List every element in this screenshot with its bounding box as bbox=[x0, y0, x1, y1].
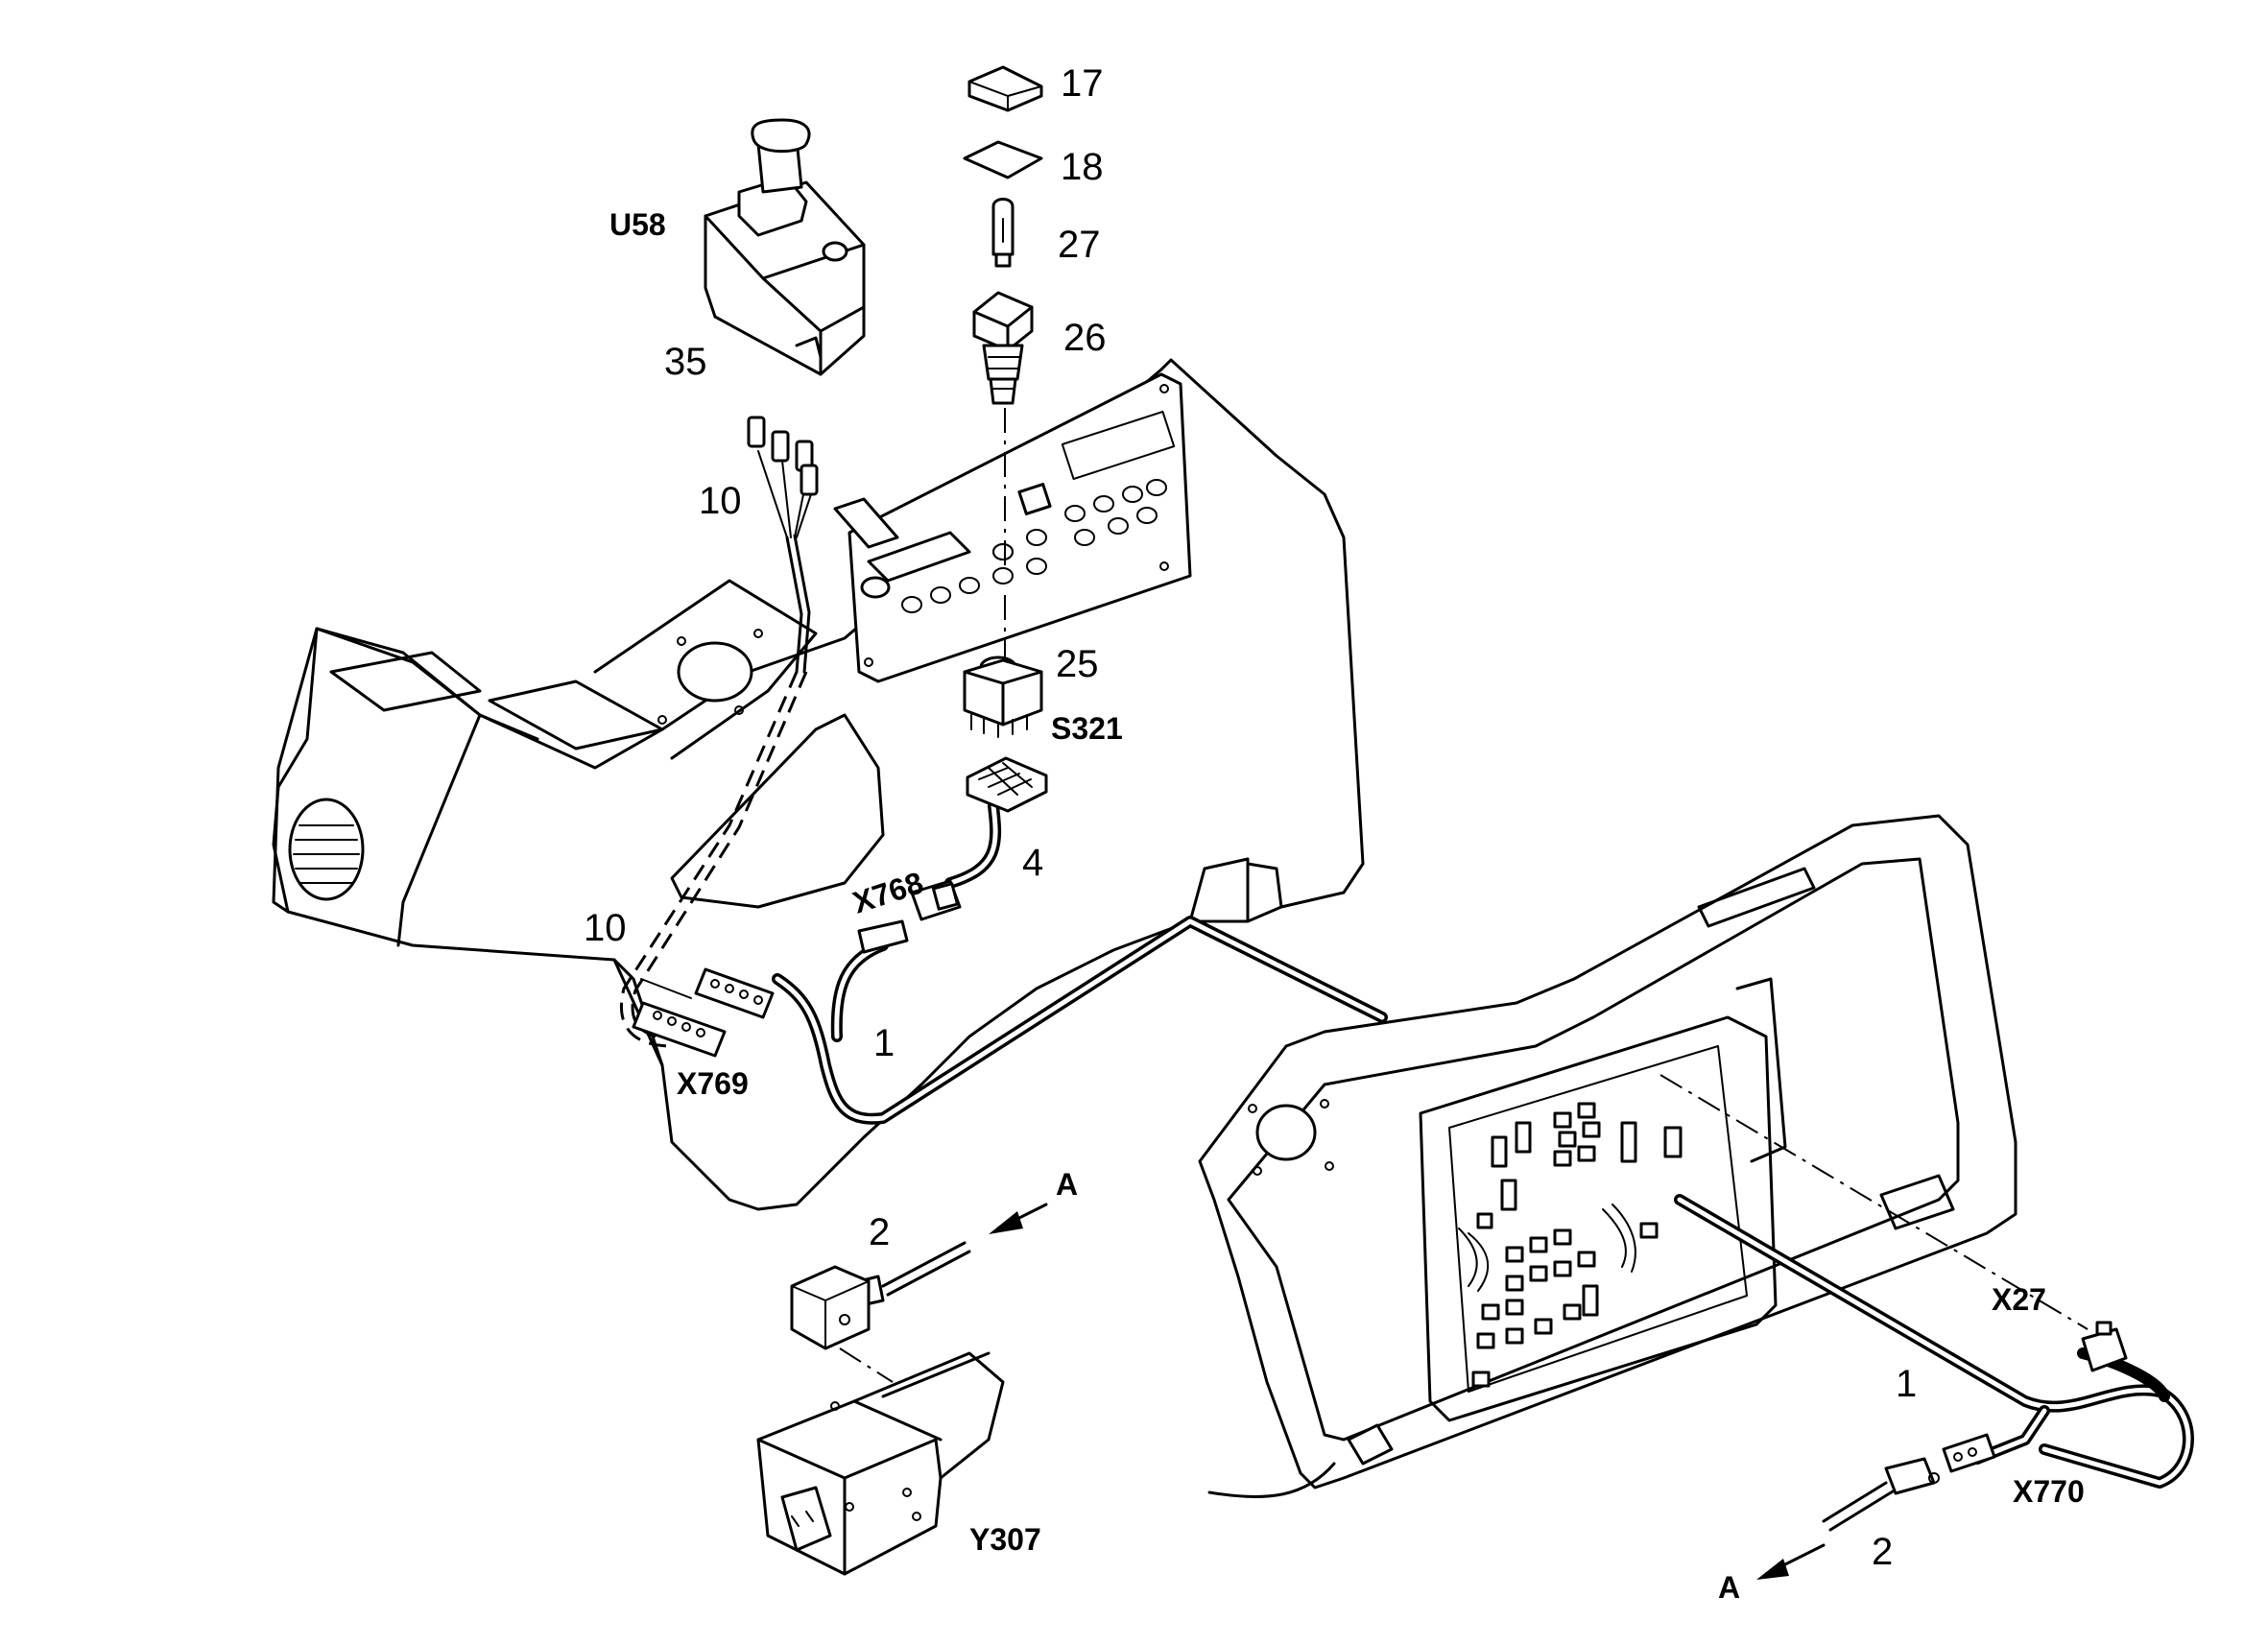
connector-2-right bbox=[1822, 1457, 1940, 1532]
label-y307: Y307 bbox=[969, 1522, 1041, 1557]
part-number-27: 27 bbox=[1058, 224, 1101, 266]
connector-x770 bbox=[1942, 1433, 1996, 1473]
machine-arm-housing bbox=[272, 358, 1365, 1211]
label-x770: X770 bbox=[2013, 1474, 2085, 1509]
connector-x769 bbox=[632, 967, 775, 1058]
view-marker-a-top: A bbox=[1056, 1167, 1078, 1202]
bulb-27 bbox=[991, 198, 1015, 268]
lamp-holder-26 bbox=[972, 291, 1034, 405]
view-marker-a-bottom: A bbox=[1718, 1570, 1740, 1605]
part-number-25: 25 bbox=[1056, 643, 1099, 685]
part-number-18: 18 bbox=[1061, 146, 1104, 188]
part-number-2-right: 2 bbox=[1872, 1531, 1893, 1573]
pushbutton-u58 bbox=[704, 118, 866, 376]
part-number-1-right: 1 bbox=[1896, 1363, 1917, 1405]
connector-x27 bbox=[2081, 1321, 2128, 1372]
label-x27: X27 bbox=[1992, 1282, 2046, 1317]
solenoid-valve-y307 bbox=[756, 1351, 1005, 1576]
connector-x768 bbox=[857, 879, 962, 954]
label-s321: S321 bbox=[1051, 711, 1123, 746]
part-number-17: 17 bbox=[1061, 62, 1104, 105]
connector-plug-4 bbox=[966, 756, 1048, 813]
part-number-35: 35 bbox=[664, 341, 707, 383]
view-arrow-a-top bbox=[989, 1203, 1048, 1234]
part-number-10-top: 10 bbox=[699, 480, 742, 522]
part-number-2-left: 2 bbox=[869, 1211, 890, 1253]
part-number-1-left: 1 bbox=[873, 1022, 895, 1064]
view-arrow-a-bottom bbox=[1756, 1543, 1826, 1580]
label-u58: U58 bbox=[609, 207, 666, 242]
switch-25-s321 bbox=[963, 656, 1043, 738]
lens-18 bbox=[963, 140, 1043, 179]
base-housing bbox=[1198, 814, 2017, 1499]
cap-17 bbox=[967, 65, 1043, 112]
leader-lines bbox=[640, 978, 692, 999]
part-number-10-bottom: 10 bbox=[584, 907, 627, 949]
cable-2-left bbox=[790, 1241, 971, 1350]
label-x769: X769 bbox=[677, 1066, 749, 1101]
axis-line-y307 bbox=[839, 1347, 894, 1383]
cable-10 bbox=[619, 416, 819, 1048]
part-number-4: 4 bbox=[1022, 842, 1043, 884]
axis-line-x27 bbox=[1659, 1074, 2089, 1330]
part-number-26: 26 bbox=[1063, 317, 1107, 359]
cable-4 bbox=[944, 800, 1002, 889]
